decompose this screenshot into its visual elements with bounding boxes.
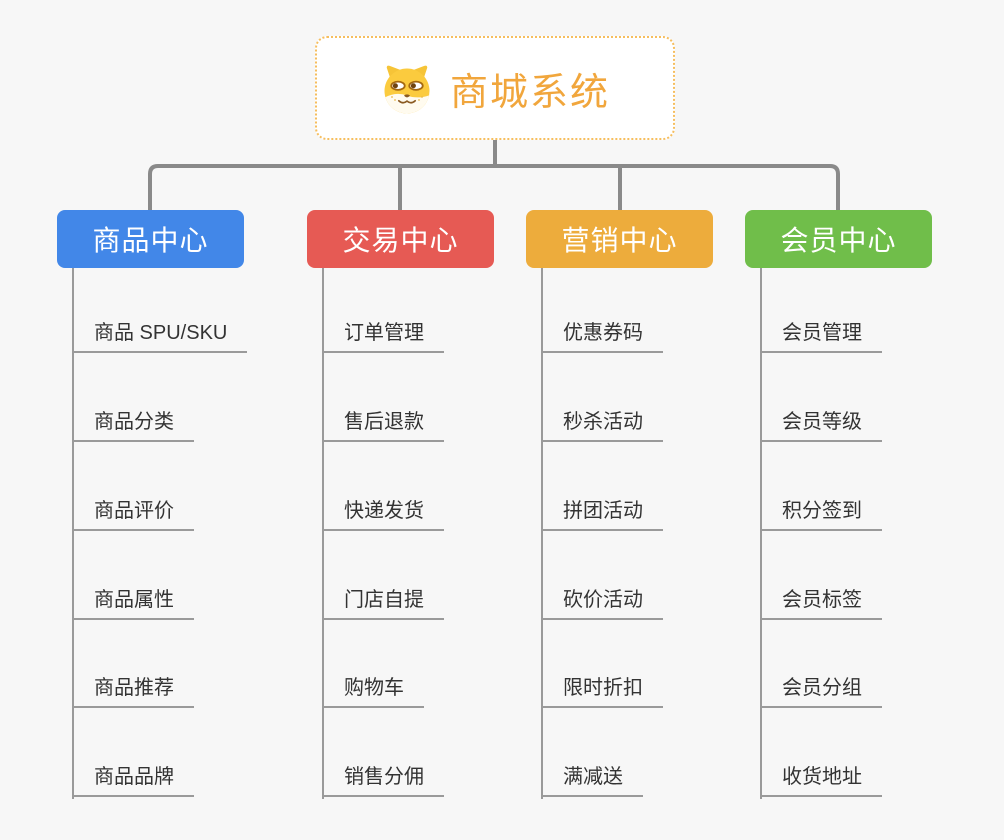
leaf-node[interactable]: 销售分佣 <box>322 757 444 797</box>
leaf-node[interactable]: 满减送 <box>541 757 643 797</box>
leaf-node[interactable]: 购物车 <box>322 668 424 708</box>
branch-node-product-center[interactable]: 商品中心 <box>57 210 244 268</box>
branch-rail-line <box>760 268 762 799</box>
leaf-node[interactable]: 拼团活动 <box>541 491 663 531</box>
branch-node-member-center[interactable]: 会员中心 <box>745 210 932 268</box>
leaf-node[interactable]: 会员等级 <box>760 402 882 442</box>
branch-rail-line <box>322 268 324 799</box>
leaf-node[interactable]: 秒杀活动 <box>541 402 663 442</box>
leaf-node[interactable]: 商品评价 <box>72 491 194 531</box>
leaf-node[interactable]: 商品 SPU/SKU <box>72 313 248 353</box>
root-title: 商城系统 <box>449 71 610 114</box>
branch-node-marketing-center[interactable]: 营销中心 <box>526 210 713 268</box>
branch-product-leaves: 商品 SPU/SKU 商品分类 商品评价 商品属性 商品推荐 商品品牌 <box>72 268 312 808</box>
root-node[interactable]: 商城系统 <box>315 36 675 140</box>
leaf-node[interactable]: 限时折扣 <box>541 668 663 708</box>
leaf-node[interactable]: 会员标签 <box>760 580 882 620</box>
leaf-node[interactable]: 订单管理 <box>322 313 444 353</box>
leaf-node[interactable]: 会员管理 <box>760 313 882 353</box>
leaf-node[interactable]: 会员分组 <box>760 668 882 708</box>
leaf-node[interactable]: 门店自提 <box>322 580 444 620</box>
leaf-node[interactable]: 商品推荐 <box>72 668 194 708</box>
leaf-node[interactable]: 收货地址 <box>760 757 882 797</box>
branch-rail-line <box>541 268 543 799</box>
dog-face-icon <box>384 65 430 114</box>
branch-trade-leaves: 订单管理 售后退款 快递发货 门店自提 购物车 销售分佣 <box>322 268 562 808</box>
leaf-node[interactable]: 商品属性 <box>72 580 194 620</box>
branch-member-leaves: 会员管理 会员等级 积分签到 会员标签 会员分组 收货地址 <box>760 268 1000 808</box>
leaf-node[interactable]: 快递发货 <box>322 491 444 531</box>
branch-node-trade-center[interactable]: 交易中心 <box>307 210 494 268</box>
leaf-node[interactable]: 商品分类 <box>72 402 194 442</box>
leaf-node[interactable]: 砍价活动 <box>541 580 663 620</box>
branch-marketing-leaves: 优惠券码 秒杀活动 拼团活动 砍价活动 限时折扣 满减送 <box>541 268 781 808</box>
leaf-node[interactable]: 售后退款 <box>322 402 444 442</box>
branch-bracket-line <box>148 164 840 212</box>
leaf-node[interactable]: 优惠券码 <box>541 313 663 353</box>
leaf-node[interactable]: 积分签到 <box>760 491 882 531</box>
leaf-node[interactable]: 商品品牌 <box>72 757 194 797</box>
branch-rail-line <box>72 268 74 799</box>
